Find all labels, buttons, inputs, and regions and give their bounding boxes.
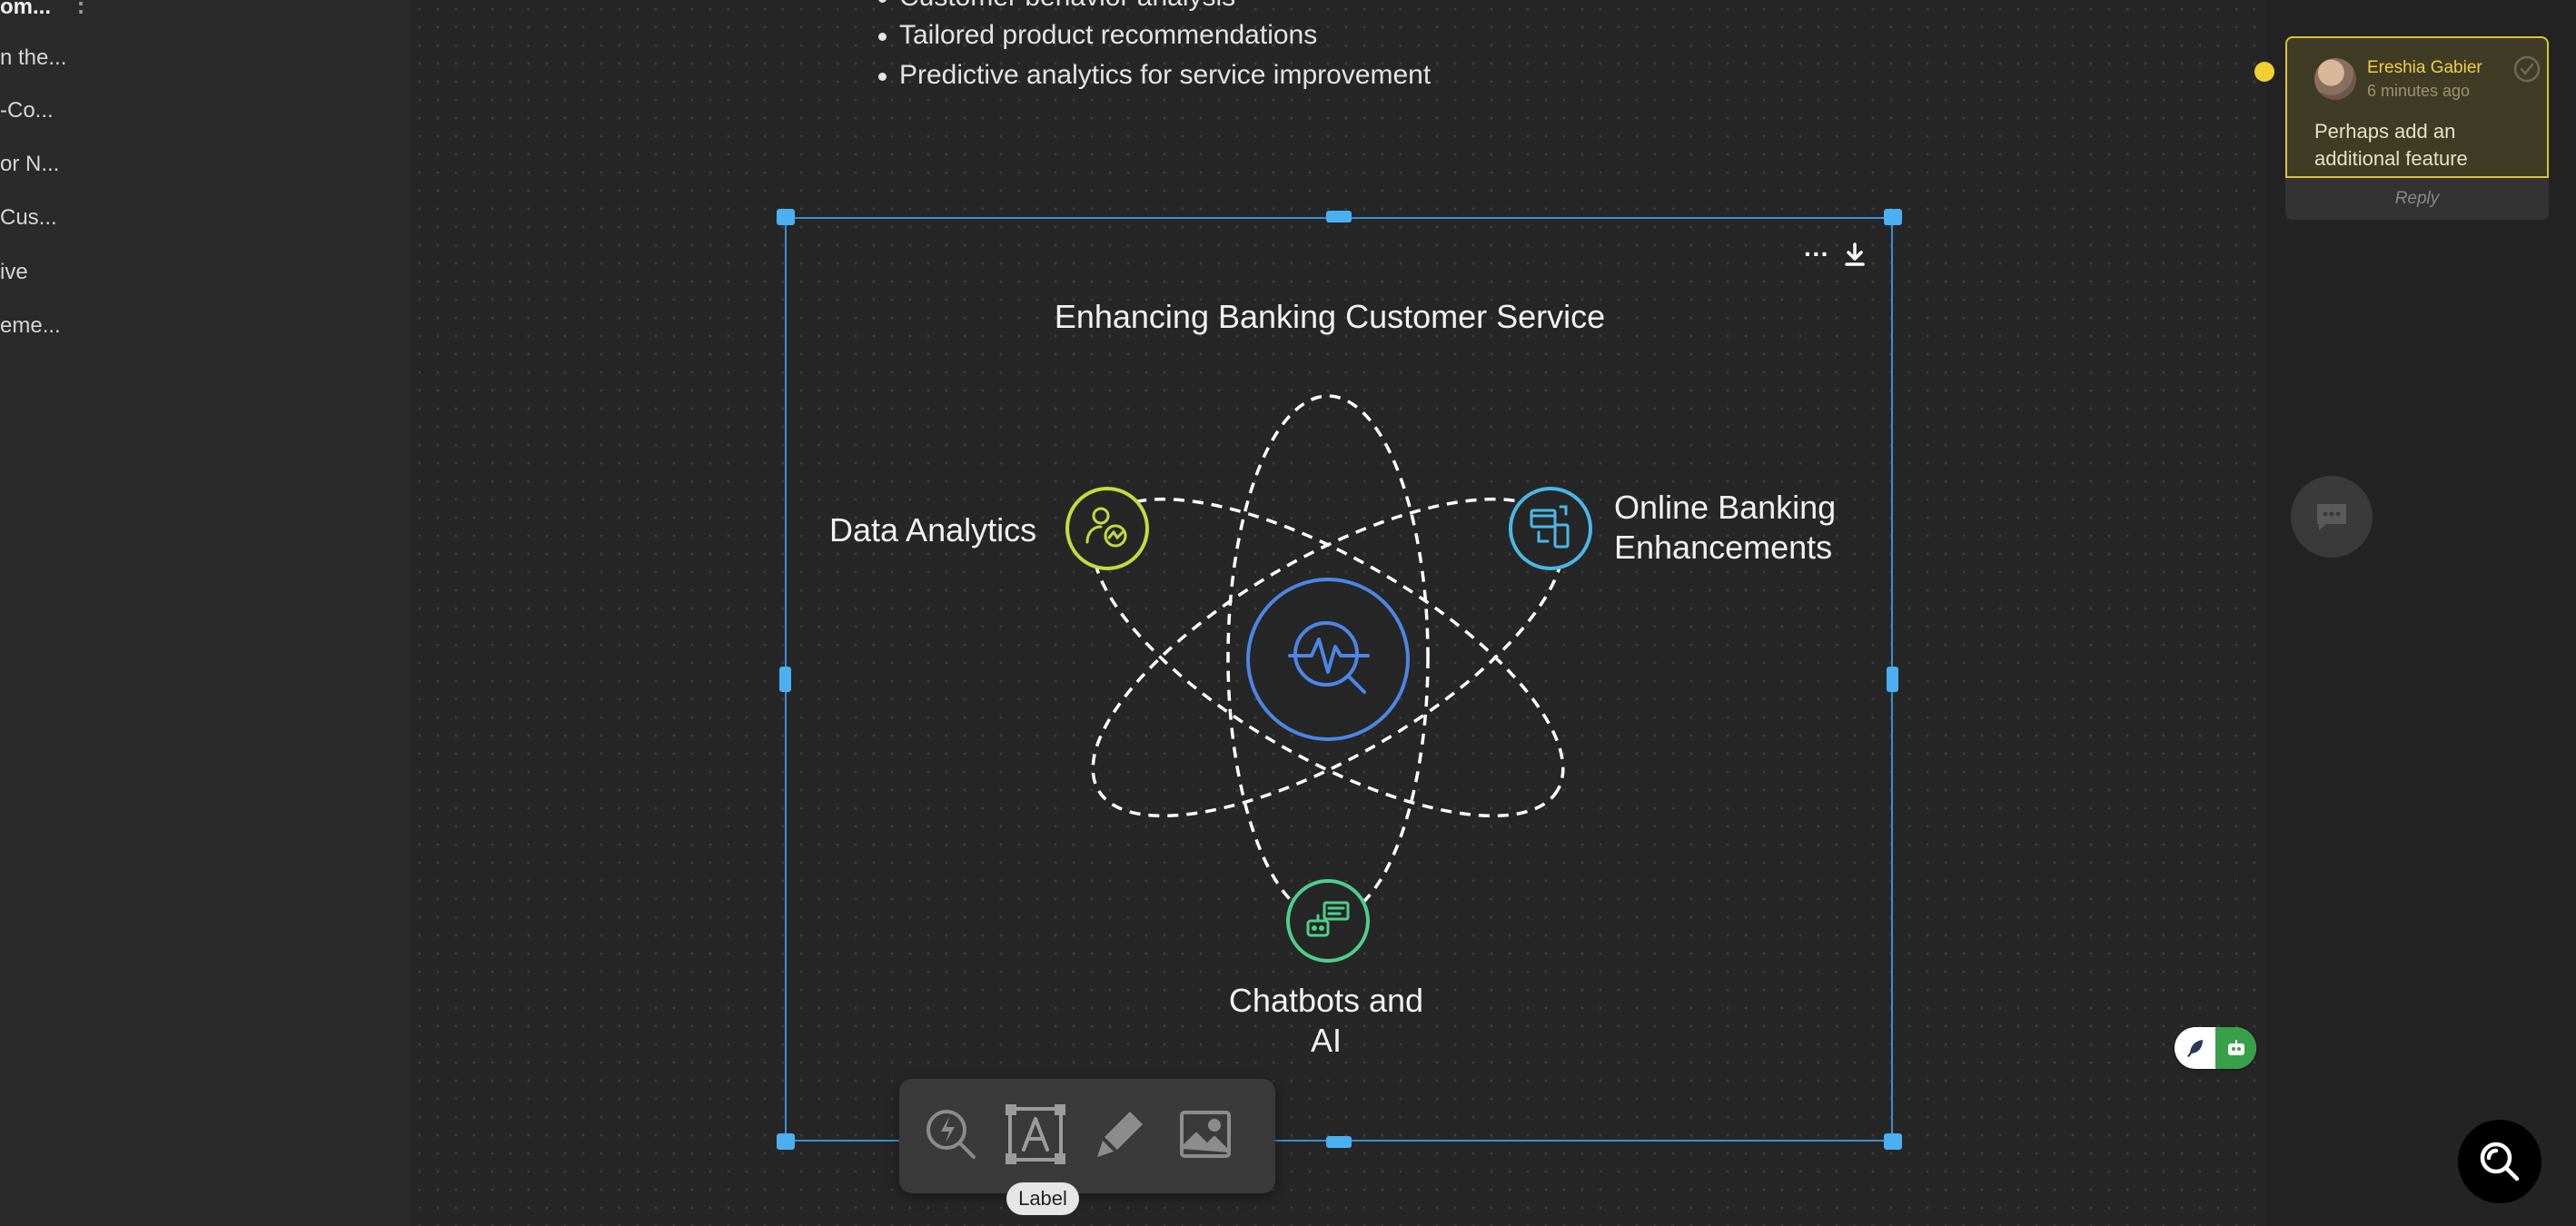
search-button[interactable] [2458,1120,2541,1203]
list-item[interactable]: Tailored product recommendations [878,20,1317,51]
reply-button[interactable]: Reply [2285,178,2549,220]
bullet-dot [878,33,887,41]
download-icon[interactable] [1838,238,1871,271]
chatbot-icon [1306,901,1350,937]
robot-icon[interactable] [2215,1027,2256,1069]
bullet-dot [878,73,887,81]
resize-handle-right[interactable] [1887,667,1898,692]
sidebar-item[interactable]: n the... [0,45,67,70]
resize-handle-bottom-right[interactable] [1884,1133,1902,1150]
sidebar-item[interactable]: ive [0,260,28,284]
sidebar-item[interactable]: om... ⋮ [0,0,93,20]
floating-toolbar [899,1079,1275,1193]
resize-handle-bottom-left[interactable] [777,1133,795,1150]
sidebar-item-label: om... [0,0,52,19]
sidebar-item[interactable]: eme... [0,313,61,338]
user-chart-icon [1085,507,1127,548]
feather-icon[interactable] [2175,1027,2215,1069]
chatbots-label[interactable]: Chatbots and AI [1228,982,1424,1059]
mobile-transfer-icon [1530,505,1570,549]
resize-handle-left[interactable] [779,667,791,692]
resize-handle-bottom[interactable] [1326,1136,1352,1148]
comment-button[interactable] [2291,476,2373,558]
data-analytics-label[interactable]: Data Analytics [829,511,1037,549]
search-icon [2480,1142,2520,1182]
comment-pin[interactable] [2254,62,2274,82]
sidebar-item[interactable]: or N... [0,152,60,176]
sidebar: om... ⋮ n the... -Co... or N... Cus... i… [0,0,411,1226]
kebab-menu-icon[interactable]: ⋮ [69,0,93,16]
comment-card[interactable]: Ereshia Gabier 6 minutes ago Perhaps add… [2285,36,2549,178]
list-item[interactable]: Customer behavior analysis [878,0,1235,13]
center-node [1246,578,1410,741]
diagram-title[interactable]: Enhancing Banking Customer Service [1054,298,1606,335]
resize-handle-top-right[interactable] [1884,209,1902,225]
sidebar-item[interactable]: -Co... [0,98,54,123]
online-banking-label[interactable]: Online Banking Enhancements [1614,489,1837,566]
chat-bubble-icon [2317,504,2346,530]
pen-icon[interactable] [1088,1102,1152,1166]
orbit-diagonal-left [1091,497,1565,818]
resize-handle-top-left[interactable] [777,209,795,225]
sidebar-item[interactable]: Cus... [0,205,57,230]
list-item[interactable]: Predictive analytics for service improve… [878,60,1431,91]
resolve-check-icon[interactable] [2512,54,2541,88]
resize-handle-top[interactable] [1326,211,1352,222]
tooltip: Label [1006,1182,1079,1215]
orbit-vertical [1226,394,1430,921]
comment-author: Ereshia Gabier [2367,58,2482,77]
comment-text: Perhaps add an additional feature [2314,120,2468,170]
image-icon[interactable] [1174,1102,1237,1166]
pulse-search-icon [1288,621,1370,694]
lightning-search-icon[interactable] [919,1102,983,1166]
comment-time: 6 minutes ago [2367,82,2471,100]
mode-toggle[interactable] [2175,1027,2256,1069]
more-options-icon[interactable]: ··· [1804,240,1829,268]
bullet-dot [878,0,887,3]
online-banking-node [1509,487,1592,570]
text-label-icon[interactable] [1004,1102,1067,1166]
avatar [2314,58,2356,100]
